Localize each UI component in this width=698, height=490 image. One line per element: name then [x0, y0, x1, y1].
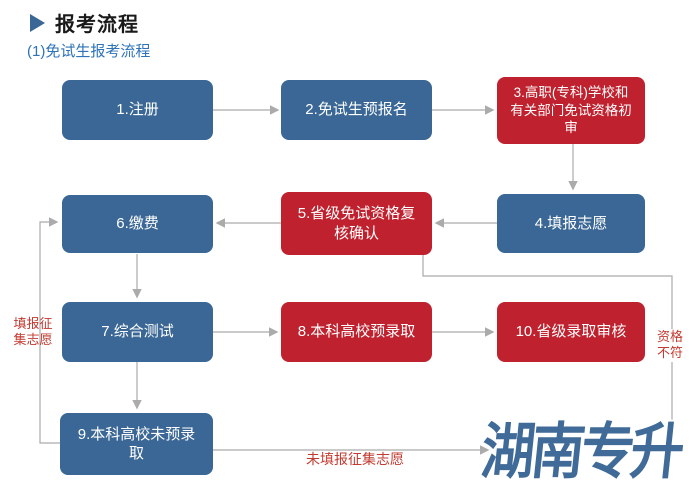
flow-box-pre-admission: 8.本科高校预录取 [281, 302, 432, 362]
page-header: 报考流程 [30, 8, 139, 37]
flow-box-comprehensive-test: 7.综合测试 [62, 302, 213, 362]
section-subtitle: (1)免试生报考流程 [27, 43, 151, 60]
flow-box-initial-qualification-review: 3.高职(专科)学校和有关部门免试资格初审 [497, 77, 645, 144]
flow-box-not-pre-admitted: 9.本科高校未预录取 [60, 413, 213, 475]
edge-label-no-volunteer: 未填报征集志愿 [306, 451, 404, 467]
flow-box-province-admission-review: 10.省级录取审核 [497, 302, 645, 362]
edge-label-fill-volunteer: 填报征集志愿 [13, 316, 53, 348]
triangle-bullet-icon [30, 13, 45, 32]
flow-box-register: 1.注册 [62, 80, 213, 140]
flow-box-province-recheck-confirm: 5.省级免试资格复核确认 [281, 192, 432, 255]
edge-label-not-qualified: 资格不符 [651, 329, 689, 362]
page-title: 报考流程 [55, 14, 139, 36]
flow-box-fill-preferences: 4.填报志愿 [497, 194, 645, 253]
flow-box-pay-fee: 6.缴费 [62, 195, 213, 253]
flow-box-exempt-preregister: 2.免试生预报名 [281, 80, 432, 140]
watermark-logo: 湖南专升 [478, 417, 685, 486]
